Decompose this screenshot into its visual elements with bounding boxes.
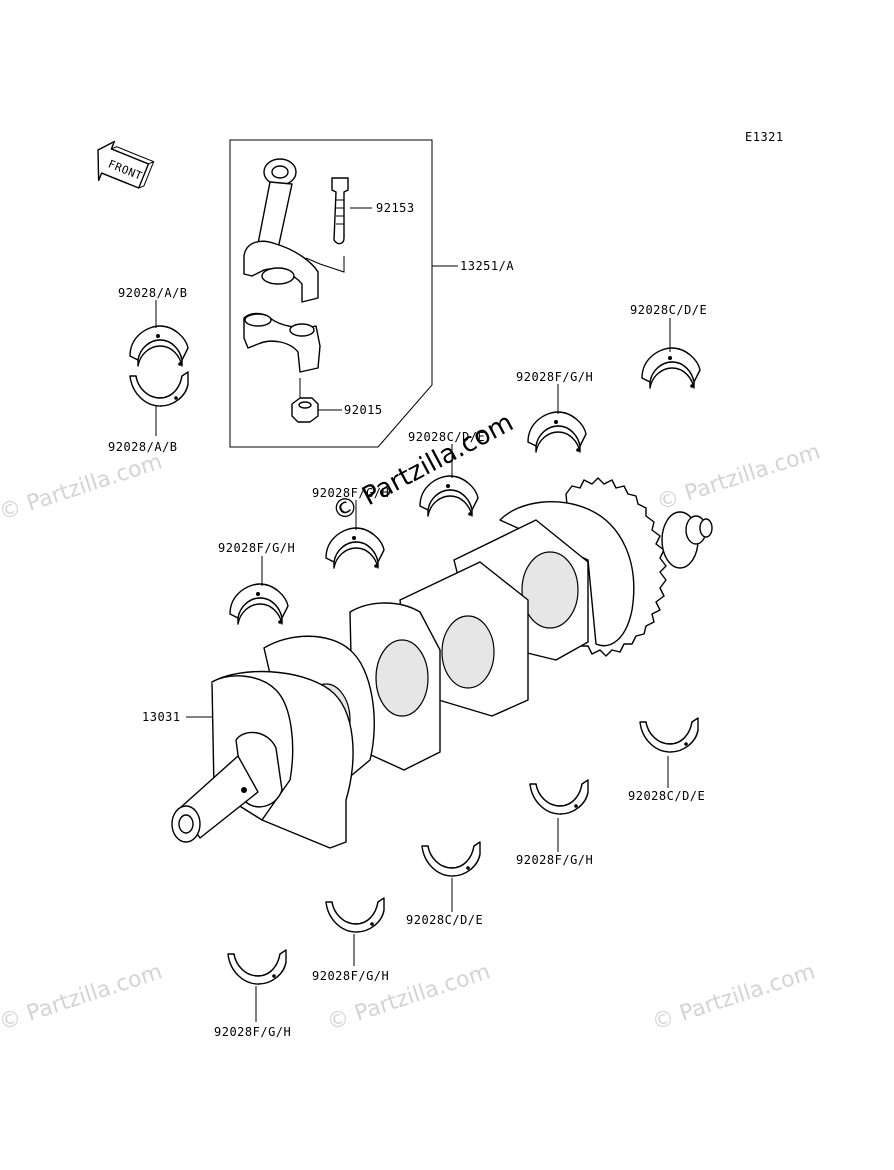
watermark: © Partzilla.com bbox=[654, 439, 823, 515]
bearing-shell-lower bbox=[639, 717, 699, 753]
bearing-shell-upper bbox=[129, 325, 189, 367]
bearing-shell-upper bbox=[229, 583, 289, 625]
bearing-shell-upper bbox=[325, 527, 385, 569]
part-label-13251a: 13251/A bbox=[460, 259, 514, 273]
part-label-92028cde: 92028C/D/E bbox=[630, 303, 707, 317]
bearing-shell-upper bbox=[527, 411, 587, 453]
crankshaft bbox=[171, 477, 713, 849]
bearing-shell-lower bbox=[129, 371, 189, 407]
connecting-rod bbox=[243, 158, 319, 303]
part-label-92028fgh: 92028F/G/H bbox=[214, 1025, 291, 1039]
connecting-rod-assembly bbox=[229, 139, 458, 448]
part-label-92015: 92015 bbox=[344, 403, 383, 417]
bearing-shell-lower bbox=[529, 779, 589, 815]
watermark: © Partzilla.com bbox=[0, 959, 165, 1035]
part-label-92028cde: 92028C/D/E bbox=[628, 789, 705, 803]
part-label-13031: 13031 bbox=[142, 710, 181, 724]
part-label-92028fgh: 92028F/G/H bbox=[516, 853, 593, 867]
bearing-shell-upper bbox=[419, 475, 479, 517]
bearing-shell-lower bbox=[421, 841, 481, 877]
part-label-92028cde: 92028C/D/E bbox=[408, 430, 485, 444]
front-arrow-icon: FRONT bbox=[97, 140, 155, 189]
diagram-code: E1321 bbox=[745, 130, 784, 144]
part-label-92028ab: 92028/A/B bbox=[108, 440, 178, 454]
part-label-92028fgh: 92028F/G/H bbox=[218, 541, 295, 555]
part-label-92028fgh: 92028F/G/H bbox=[312, 969, 389, 983]
bearing-shell-lower bbox=[227, 949, 287, 985]
part-label-92028ab: 92028/A/B bbox=[118, 286, 188, 300]
part-label-92028fgh: 92028F/G/H bbox=[312, 486, 389, 500]
callout-labels: 92153 13251/A 92015 92028/A/B 92028/A/B … bbox=[108, 201, 707, 1039]
watermark: © Partzilla.com bbox=[0, 449, 165, 525]
watermark: © Partzilla.com bbox=[649, 959, 818, 1035]
leader-lines bbox=[155, 300, 671, 1022]
bearing-shell-lower bbox=[325, 897, 385, 933]
part-label-92028fgh: 92028F/G/H bbox=[516, 370, 593, 384]
rod-bolt bbox=[331, 177, 349, 245]
bearing-shell-upper bbox=[641, 347, 701, 389]
rod-cap bbox=[243, 312, 321, 373]
rod-nut bbox=[291, 397, 319, 423]
part-label-92153: 92153 bbox=[376, 201, 415, 215]
part-label-92028cde: 92028C/D/E bbox=[406, 913, 483, 927]
